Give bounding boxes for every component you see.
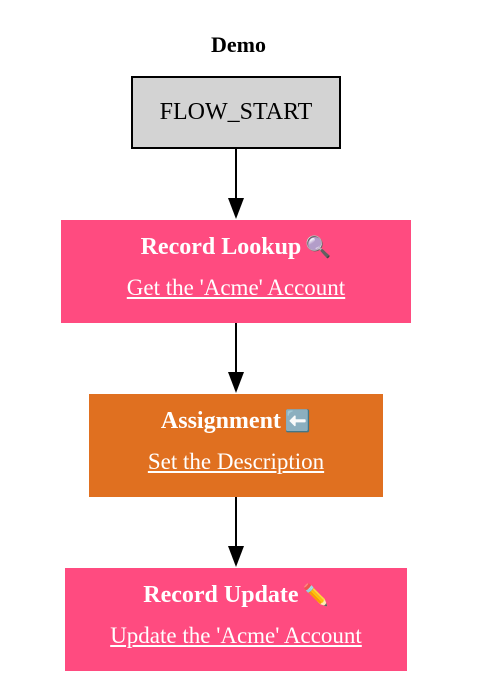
record-lookup-link[interactable]: Get the 'Acme' Account: [126, 275, 346, 300]
assignment-link[interactable]: Set the Description: [147, 449, 325, 474]
record-update-node[interactable]: Record Update✏️ Update the 'Acme' Accoun…: [65, 568, 407, 671]
left-arrow-icon: ⬅️: [284, 409, 312, 433]
pencil-icon: ✏️: [302, 583, 329, 607]
flow-start-label: FLOW_START: [159, 99, 313, 125]
assignment-node[interactable]: Assignment⬅️ Set the Description: [89, 394, 383, 497]
magnifier-icon: 🔍: [305, 235, 332, 259]
arrowhead-start-to-lookup: [228, 198, 244, 219]
record-update-link[interactable]: Update the 'Acme' Account: [110, 623, 362, 648]
assignment-header: Assignment⬅️: [89, 408, 383, 435]
record-lookup-node[interactable]: Record Lookup🔍 Get the 'Acme' Account: [61, 220, 411, 323]
record-update-header: Record Update✏️: [65, 582, 407, 609]
record-lookup-type-label: Record Lookup: [140, 234, 302, 260]
arrowhead-lookup-to-assignment: [228, 372, 244, 393]
flow-start-node: FLOW_START: [131, 76, 341, 149]
arrowhead-assignment-to-update: [228, 546, 244, 567]
assignment-type-label: Assignment: [160, 408, 281, 434]
record-update-type-label: Record Update: [143, 582, 299, 608]
record-lookup-header: Record Lookup🔍: [61, 234, 411, 261]
diagram-title: Demo: [211, 32, 266, 57]
